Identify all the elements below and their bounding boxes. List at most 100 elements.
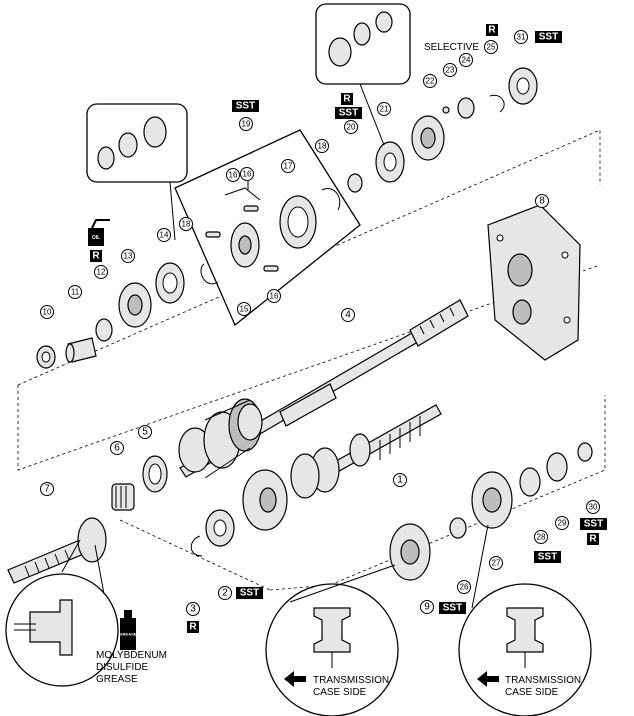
- case-side-left-line2: CASE SIDE: [313, 687, 367, 698]
- svg-text:31: 31: [517, 33, 526, 42]
- key-16a: [205, 231, 221, 238]
- svg-text:SST: SST: [443, 603, 462, 614]
- ball-23: [442, 106, 450, 114]
- callout-3: 3: [186, 602, 200, 616]
- tag-sst-31: SST: [535, 31, 562, 43]
- arrow-left-icon: [284, 671, 306, 687]
- gear-27: [471, 471, 513, 529]
- detail-circle-case-side-right: [458, 524, 592, 716]
- callout-16b: 16: [240, 167, 254, 181]
- svg-text:2: 2: [222, 588, 228, 599]
- callout-8: 8: [535, 194, 549, 208]
- svg-text:7: 7: [44, 484, 50, 495]
- needle-bearing-12: [95, 318, 113, 342]
- svg-text:22: 22: [426, 77, 435, 86]
- snap-ring-3: [190, 535, 203, 557]
- svg-text:15: 15: [240, 305, 249, 314]
- svg-text:11: 11: [71, 288, 80, 297]
- gear-22: [411, 115, 445, 161]
- callout-16a: 16: [226, 168, 240, 182]
- arrow-left-icon: [477, 671, 499, 687]
- svg-text:R: R: [189, 622, 197, 633]
- callout-11: 11: [68, 285, 82, 299]
- callout-18b: 18: [315, 139, 329, 153]
- callout-18a: 18: [179, 217, 193, 231]
- key-16c: [263, 265, 279, 272]
- needle-bearing-6: [111, 483, 135, 511]
- grease-label-line3: GREASE: [96, 674, 138, 685]
- oil-can-icon: OIL: [88, 219, 110, 246]
- svg-text:18: 18: [318, 142, 327, 151]
- svg-text:R: R: [92, 251, 100, 262]
- grease-label-line2: DISULFIDE: [96, 662, 149, 673]
- svg-text:SST: SST: [539, 32, 558, 43]
- svg-text:28: 28: [537, 533, 546, 542]
- synchronizer-assembly-box-19: [174, 129, 361, 327]
- tag-r-20: R: [341, 93, 353, 105]
- svg-text:1: 1: [397, 475, 403, 486]
- callout-28: 28: [534, 530, 548, 544]
- intermediate-plate-8: [487, 204, 581, 361]
- tag-sst-28: SST: [534, 551, 561, 563]
- spring-18b: [321, 188, 341, 211]
- tag-sst-9: SST: [439, 602, 466, 614]
- svg-text:SST: SST: [584, 519, 603, 530]
- svg-text:18: 18: [182, 220, 191, 229]
- callout-29: 29: [555, 516, 569, 530]
- callout-16c: 16: [267, 289, 281, 303]
- detail-box-synchronizer-right: [315, 3, 411, 146]
- synchronizer-ring-14: [155, 262, 185, 304]
- mainshaft-gear-cluster: [178, 398, 263, 479]
- svg-text:3: 3: [190, 604, 196, 615]
- callout-27: 27: [489, 556, 503, 570]
- tag-sst-30: SST: [580, 518, 607, 530]
- gear-29: [546, 452, 568, 482]
- svg-text:16: 16: [229, 171, 238, 180]
- sleeve-11: [65, 337, 97, 363]
- tag-sst-20: SST: [335, 107, 362, 119]
- callout-10: 10: [40, 305, 54, 319]
- case-side-left-line1: TRANSMISSION: [313, 675, 389, 686]
- grease-label-line1: MOLYBDENUM: [96, 650, 167, 661]
- svg-text:24: 24: [462, 56, 471, 65]
- tag-sst-2: SST: [236, 587, 263, 599]
- svg-text:10: 10: [43, 308, 52, 317]
- svg-text:30: 30: [589, 503, 598, 512]
- callout-17: 17: [281, 159, 295, 173]
- svg-text:6: 6: [114, 443, 120, 454]
- sleeve-26: [449, 517, 467, 539]
- callout-13: 13: [121, 249, 135, 263]
- svg-text:5: 5: [142, 427, 148, 438]
- grease-can-text: GREASE: [120, 632, 137, 637]
- detail-circle-case-side-left: [265, 564, 399, 716]
- callout-19: 19: [239, 117, 253, 131]
- tag-sst-19: SST: [232, 100, 259, 112]
- thrust-washer-10: [36, 345, 56, 369]
- detail-box-synchronizer-left: [86, 103, 188, 241]
- gear-13: [118, 282, 152, 328]
- synchronizer-ring-5: [142, 455, 168, 493]
- oil-can-text: OIL: [92, 235, 100, 241]
- callout-23: 23: [443, 63, 457, 77]
- case-side-right-line2: CASE SIDE: [505, 687, 559, 698]
- svg-text:25: 25: [487, 43, 496, 52]
- input-shaft-7: [7, 517, 107, 584]
- svg-text:14: 14: [160, 231, 169, 240]
- bearing-31: [508, 67, 538, 105]
- callout-5: 5: [138, 425, 152, 439]
- svg-text:16: 16: [243, 170, 252, 179]
- callout-15: 15: [237, 302, 251, 316]
- svg-text:SST: SST: [240, 588, 259, 599]
- svg-text:29: 29: [558, 519, 567, 528]
- tag-r-30: R: [587, 533, 599, 545]
- key-16b: [243, 205, 259, 212]
- svg-text:R: R: [488, 25, 496, 36]
- svg-text:SST: SST: [339, 108, 358, 119]
- bearing-28: [519, 467, 541, 497]
- svg-text:19: 19: [242, 120, 251, 129]
- svg-text:17: 17: [284, 162, 293, 171]
- svg-text:20: 20: [347, 123, 356, 132]
- tag-r-3: R: [187, 621, 199, 633]
- callout-9: 9: [420, 600, 434, 614]
